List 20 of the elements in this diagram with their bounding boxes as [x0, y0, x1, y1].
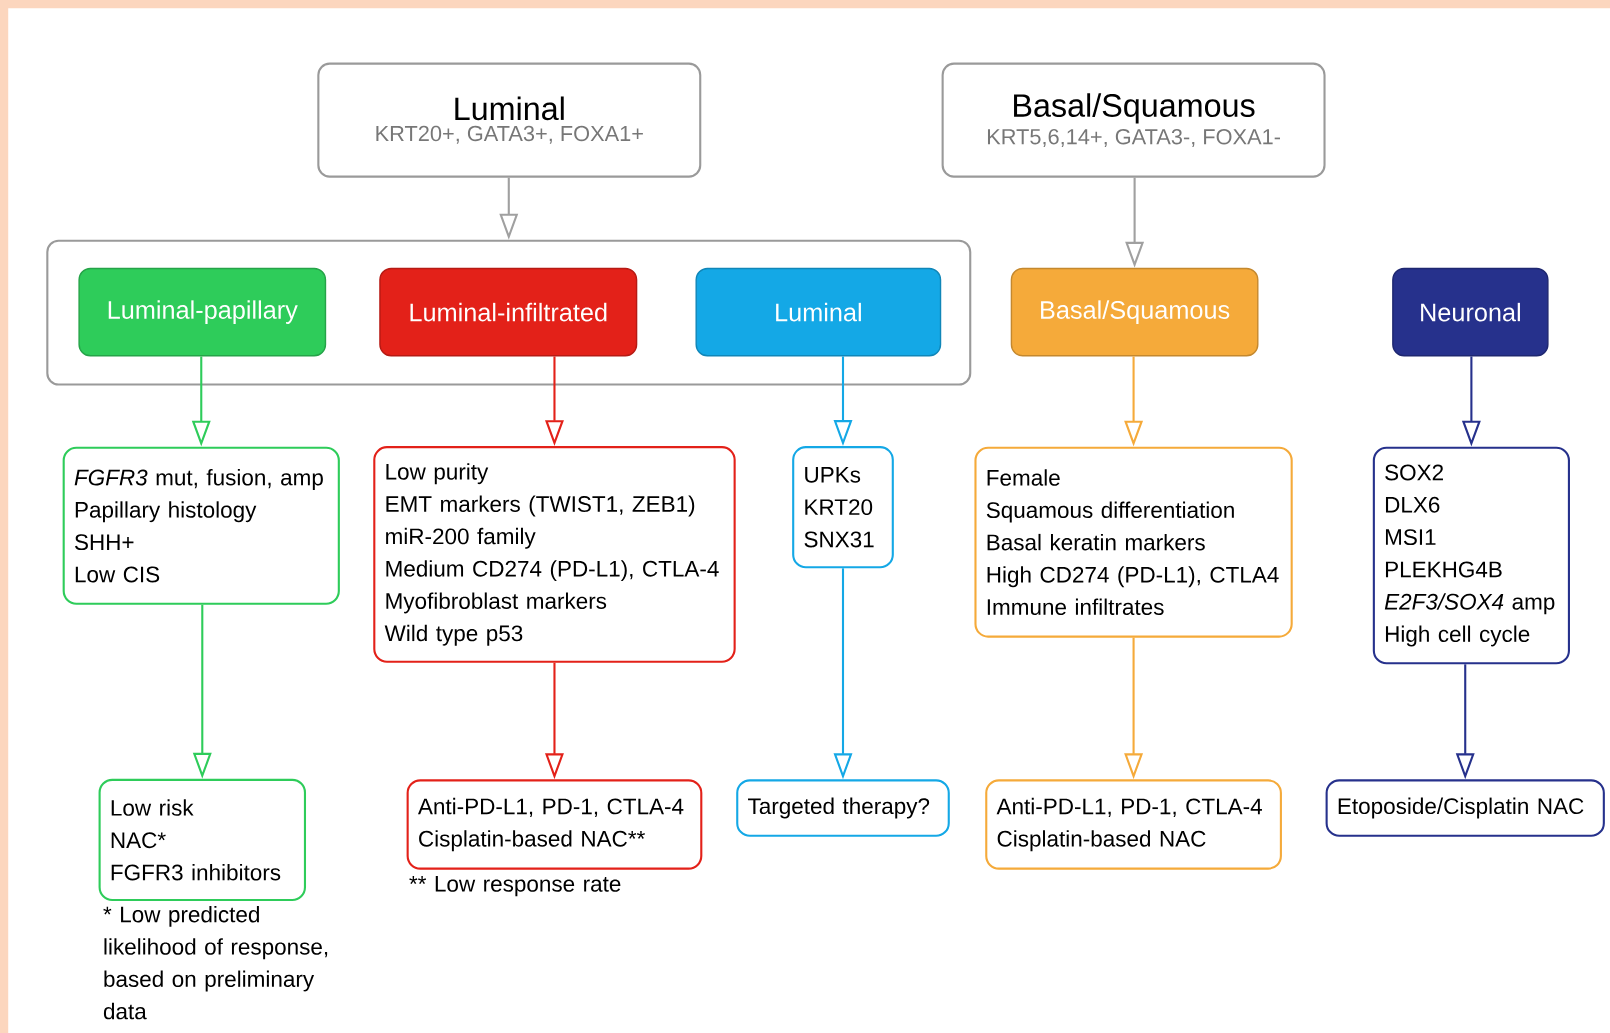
subtype-box: Luminal-papillary: [78, 267, 327, 357]
feature-box: Targeted therapy?: [736, 779, 950, 837]
footnote: * Low predicted likelihood of response, based on preliminary data: [103, 905, 328, 1020]
subtype-box: Neuronal: [1392, 267, 1549, 357]
footnote: ** Low response rate: [409, 876, 621, 897]
subtype-box: Luminal-infiltrated: [379, 267, 638, 357]
subtype-box: Basal/Squamous: [1010, 267, 1259, 357]
feature-box: Female Squamous differentiation Basal keratin markers High CD274 (PD-L1), CTLA4 Immune infiltrates: [974, 446, 1293, 638]
feature-box: UPKs KRT20 SNX31: [792, 446, 894, 569]
feature-box: Etoposide/Cisplatin NAC: [1325, 779, 1605, 837]
subtype-box: Luminal: [695, 267, 942, 357]
feature-box: FGFR3 mut, fusion, amp Papillary histology SHH+ Low CIS: [62, 446, 340, 605]
feature-box: Anti-PD-L1, PD-1, CTLA-4 Cisplatin-based NAC**: [406, 779, 703, 870]
feature-box: Low risk NAC* FGFR3 inhibitors: [98, 778, 306, 902]
feature-box: Anti-PD-L1, PD-1, CTLA-4 Cisplatin-based NAC: [985, 779, 1282, 870]
feature-box: SOX2 DLX6 MSI1 PLEKHG4B E2F3/SOX4 amp High cell cycle: [1372, 446, 1570, 665]
feature-box: Low purity EMT markers (TWIST1, ZEB1) miR-200 family Medium CD274 (PD-L1), CTLA-4 Myofibroblast markers Wild type p53: [373, 446, 736, 663]
group-box: [46, 239, 972, 386]
class-box: Basal/Squamous KRT5,6,14+, GATA3-, FOXA1-: [941, 62, 1326, 178]
class-box: Luminal KRT20+, GATA3+, FOXA1+: [317, 62, 702, 178]
